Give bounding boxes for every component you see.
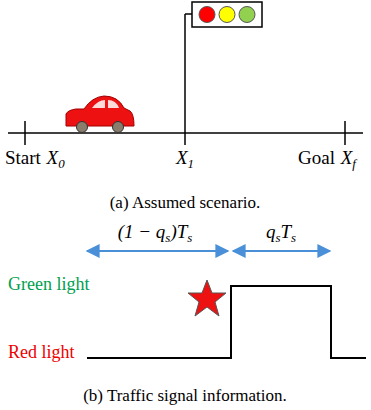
yellow-lamp bbox=[219, 7, 235, 23]
label-group: qsTs bbox=[266, 222, 296, 243]
label-text: X bbox=[341, 147, 353, 168]
label-text: X bbox=[47, 147, 59, 168]
label-text: T bbox=[280, 221, 291, 242]
signal-waveform bbox=[87, 286, 366, 358]
label-text: Start bbox=[5, 147, 41, 168]
dimension-arrow bbox=[87, 250, 228, 252]
label-group: X1 bbox=[176, 148, 194, 169]
label-text: (1 − q bbox=[118, 221, 166, 242]
subscript: s bbox=[275, 230, 280, 245]
signal-box bbox=[192, 2, 262, 27]
label-text: Red light bbox=[8, 342, 75, 362]
tick bbox=[344, 121, 346, 145]
subscript: f bbox=[352, 156, 356, 171]
label-group: Goal Xf bbox=[298, 148, 356, 169]
label-text: X bbox=[176, 147, 188, 168]
red-lamp bbox=[199, 7, 215, 23]
label-text: Green light bbox=[8, 274, 89, 294]
label-group: (1 − qs)Ts bbox=[118, 222, 193, 243]
green-lamp bbox=[239, 7, 255, 23]
subscript: 1 bbox=[188, 156, 194, 171]
car bbox=[66, 96, 134, 133]
star-marker bbox=[188, 280, 226, 316]
label-text: (a) Assumed scenario. bbox=[110, 193, 261, 212]
subscript: s bbox=[291, 230, 296, 245]
dimension-arrow bbox=[233, 250, 330, 252]
subscript: s bbox=[165, 230, 170, 245]
label-group: (a) Assumed scenario. bbox=[110, 194, 261, 213]
label-text: )T bbox=[170, 221, 187, 242]
label-text: Goal bbox=[298, 147, 335, 168]
label-group: Start X0 bbox=[5, 148, 65, 169]
signal-arm bbox=[185, 13, 192, 15]
subscript: s bbox=[187, 230, 192, 245]
subscript: 0 bbox=[58, 156, 64, 171]
label-group: (b) Traffic signal information. bbox=[83, 387, 287, 406]
label-group: Red light bbox=[8, 343, 75, 363]
signal-pole bbox=[184, 14, 186, 145]
tick bbox=[24, 121, 26, 145]
label-group: Green light bbox=[8, 275, 89, 295]
label-text: q bbox=[266, 221, 276, 242]
label-text: (b) Traffic signal information. bbox=[83, 386, 287, 405]
